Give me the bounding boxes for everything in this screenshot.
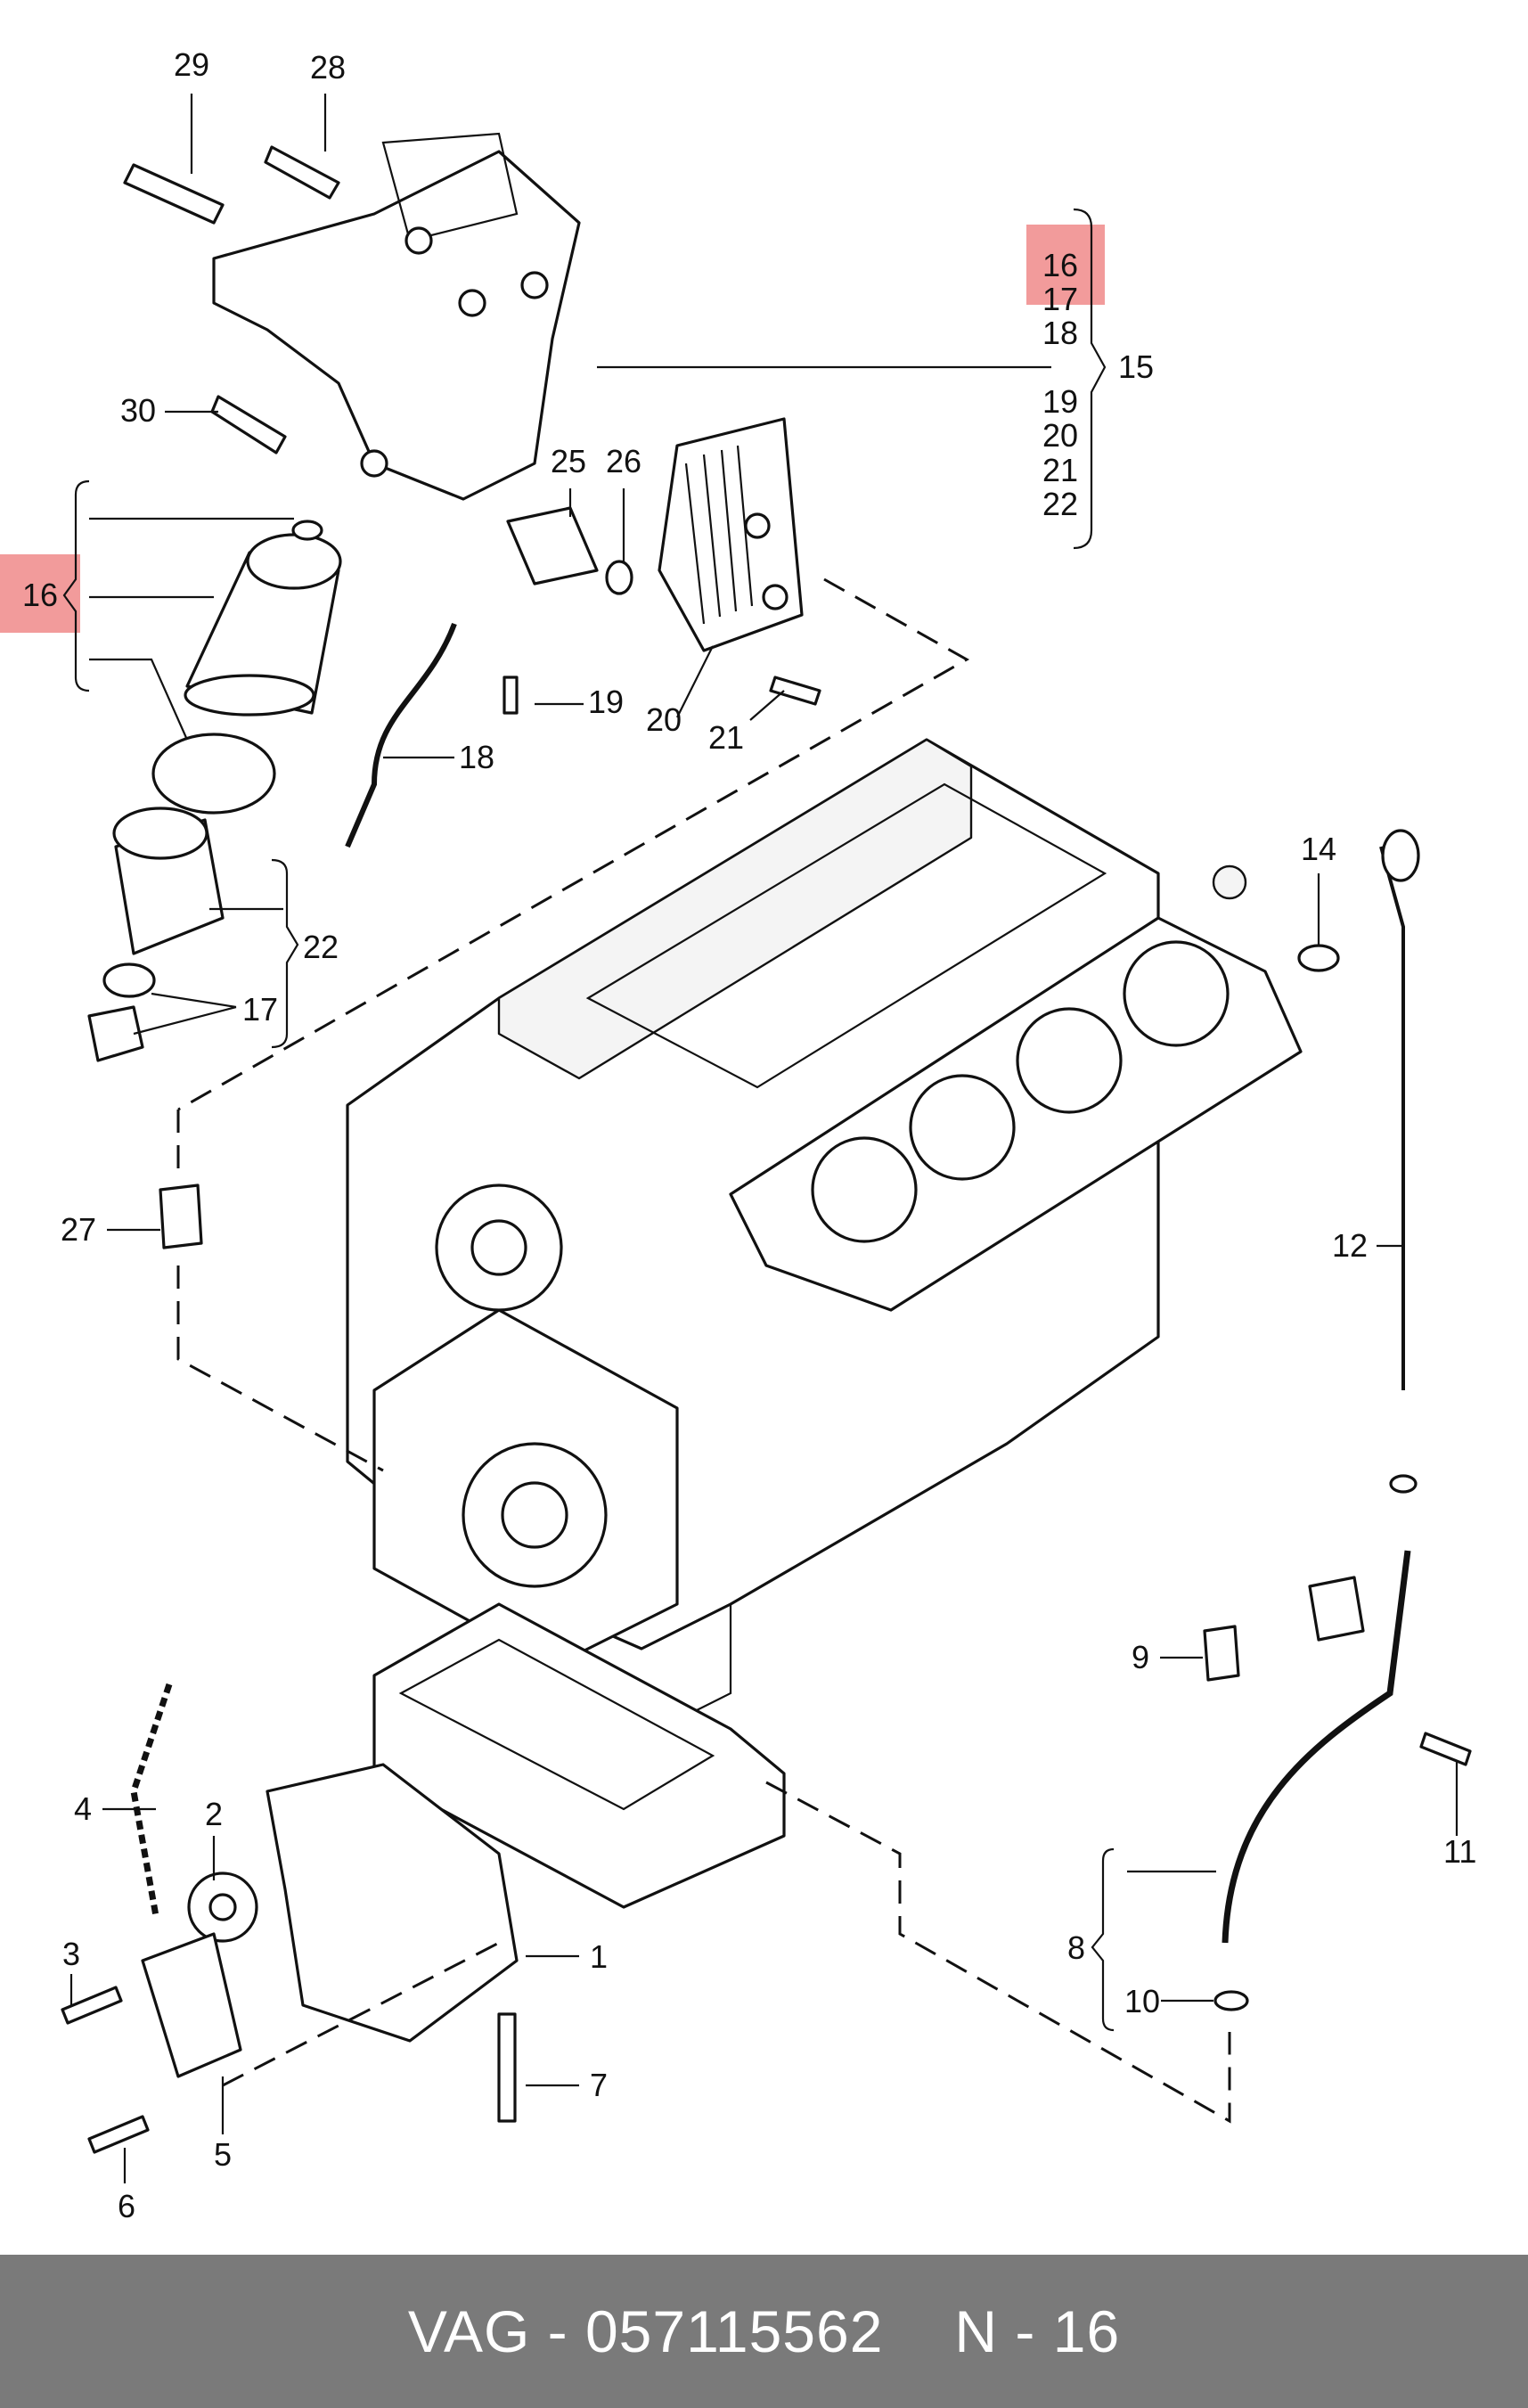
callout-17: 17: [242, 991, 278, 1028]
callout-16-side: 16: [22, 577, 58, 613]
callout-18: 18: [459, 739, 494, 775]
callout-10: 10: [1124, 1983, 1160, 2019]
oil-filter-bracket: [123, 132, 581, 501]
callout-4: 4: [74, 1790, 92, 1827]
callout-28: 28: [310, 49, 346, 86]
highlight-box-left: [0, 554, 80, 633]
dashed-line-cooler: [177, 577, 970, 1111]
callout-26: 26: [606, 443, 641, 479]
bolt-11: [1419, 1732, 1472, 1766]
engine-block: [346, 738, 1303, 1909]
leader-lines: [69, 94, 1459, 2183]
bolt-21: [769, 676, 821, 706]
filter-seal-ring: [151, 733, 276, 815]
guide-tube-bracket: [1308, 1576, 1365, 1642]
dashed-line-tube: [765, 1781, 1231, 2124]
list-19: 19: [1042, 383, 1078, 420]
callout-14: 14: [1301, 831, 1336, 867]
group-brackets: [62, 208, 1115, 2032]
callout-29: 29: [174, 46, 209, 83]
seal-14: [1297, 944, 1340, 972]
drive-chain: [130, 1683, 173, 1917]
drain-bolt: [87, 1005, 144, 1062]
callout-2: 2: [205, 1796, 223, 1832]
callout-1: 1: [590, 1938, 608, 1975]
dashed-line-27: [176, 1110, 384, 1472]
callout-21: 21: [708, 719, 744, 756]
filter-cap: [112, 807, 225, 955]
footer-item-number: N - 16: [954, 2298, 1121, 2364]
parts-diagram: 29 28 30 25 26 19 20 21 18 16 22 17 27 1…: [0, 46, 1476, 2224]
callout-15: 15: [1118, 348, 1154, 385]
dipstick: [1379, 846, 1405, 1390]
dipstick-guide-tube: [1222, 1550, 1411, 1944]
oil-cooler: [658, 417, 804, 652]
callout-7: 7: [590, 2067, 608, 2103]
list-21: 21: [1042, 452, 1078, 488]
callout-25: 25: [551, 443, 586, 479]
sleeve-9: [1203, 1625, 1240, 1682]
bolt-6: [87, 2115, 150, 2154]
callout-9: 9: [1132, 1639, 1149, 1675]
part-number-footer: VAG - 057115562 N - 16: [0, 2255, 1528, 2408]
list-20: 20: [1042, 417, 1078, 454]
callout-11: 11: [1443, 1833, 1476, 1870]
washer: [102, 962, 156, 998]
dashed-line-pump: [222, 1941, 500, 2087]
callout-22: 22: [303, 929, 339, 965]
callout-12: 12: [1332, 1227, 1368, 1264]
seal-10: [1213, 1990, 1249, 2011]
callout-6: 6: [118, 2188, 135, 2224]
oil-cooler-sleeve: [506, 506, 599, 586]
footer-part-number: VAG - 057115562: [407, 2298, 884, 2364]
list-18: 18: [1042, 315, 1078, 351]
callout-8: 8: [1067, 1929, 1085, 1966]
callout-3: 3: [62, 1936, 80, 1972]
callout-30: 30: [120, 392, 156, 429]
oil-filter-element: [184, 520, 342, 717]
callout-27: 27: [61, 1211, 96, 1248]
list-22: 22: [1042, 486, 1078, 522]
o-ring: [1389, 1474, 1418, 1494]
bolt-3: [61, 1986, 123, 2025]
list-17: 17: [1042, 281, 1078, 317]
bolt-7: [497, 2012, 517, 2123]
o-ring-26: [605, 560, 633, 595]
sleeve-27: [159, 1184, 203, 1249]
oil-pipe: [345, 622, 457, 848]
callout-20: 20: [646, 701, 682, 738]
callout-5: 5: [214, 2136, 232, 2173]
callout-19: 19: [588, 684, 624, 720]
oil-pump: [141, 1763, 519, 2078]
list-16: 16: [1042, 247, 1078, 283]
bolt-19: [503, 676, 519, 715]
dipstick-handle: [1381, 829, 1420, 882]
